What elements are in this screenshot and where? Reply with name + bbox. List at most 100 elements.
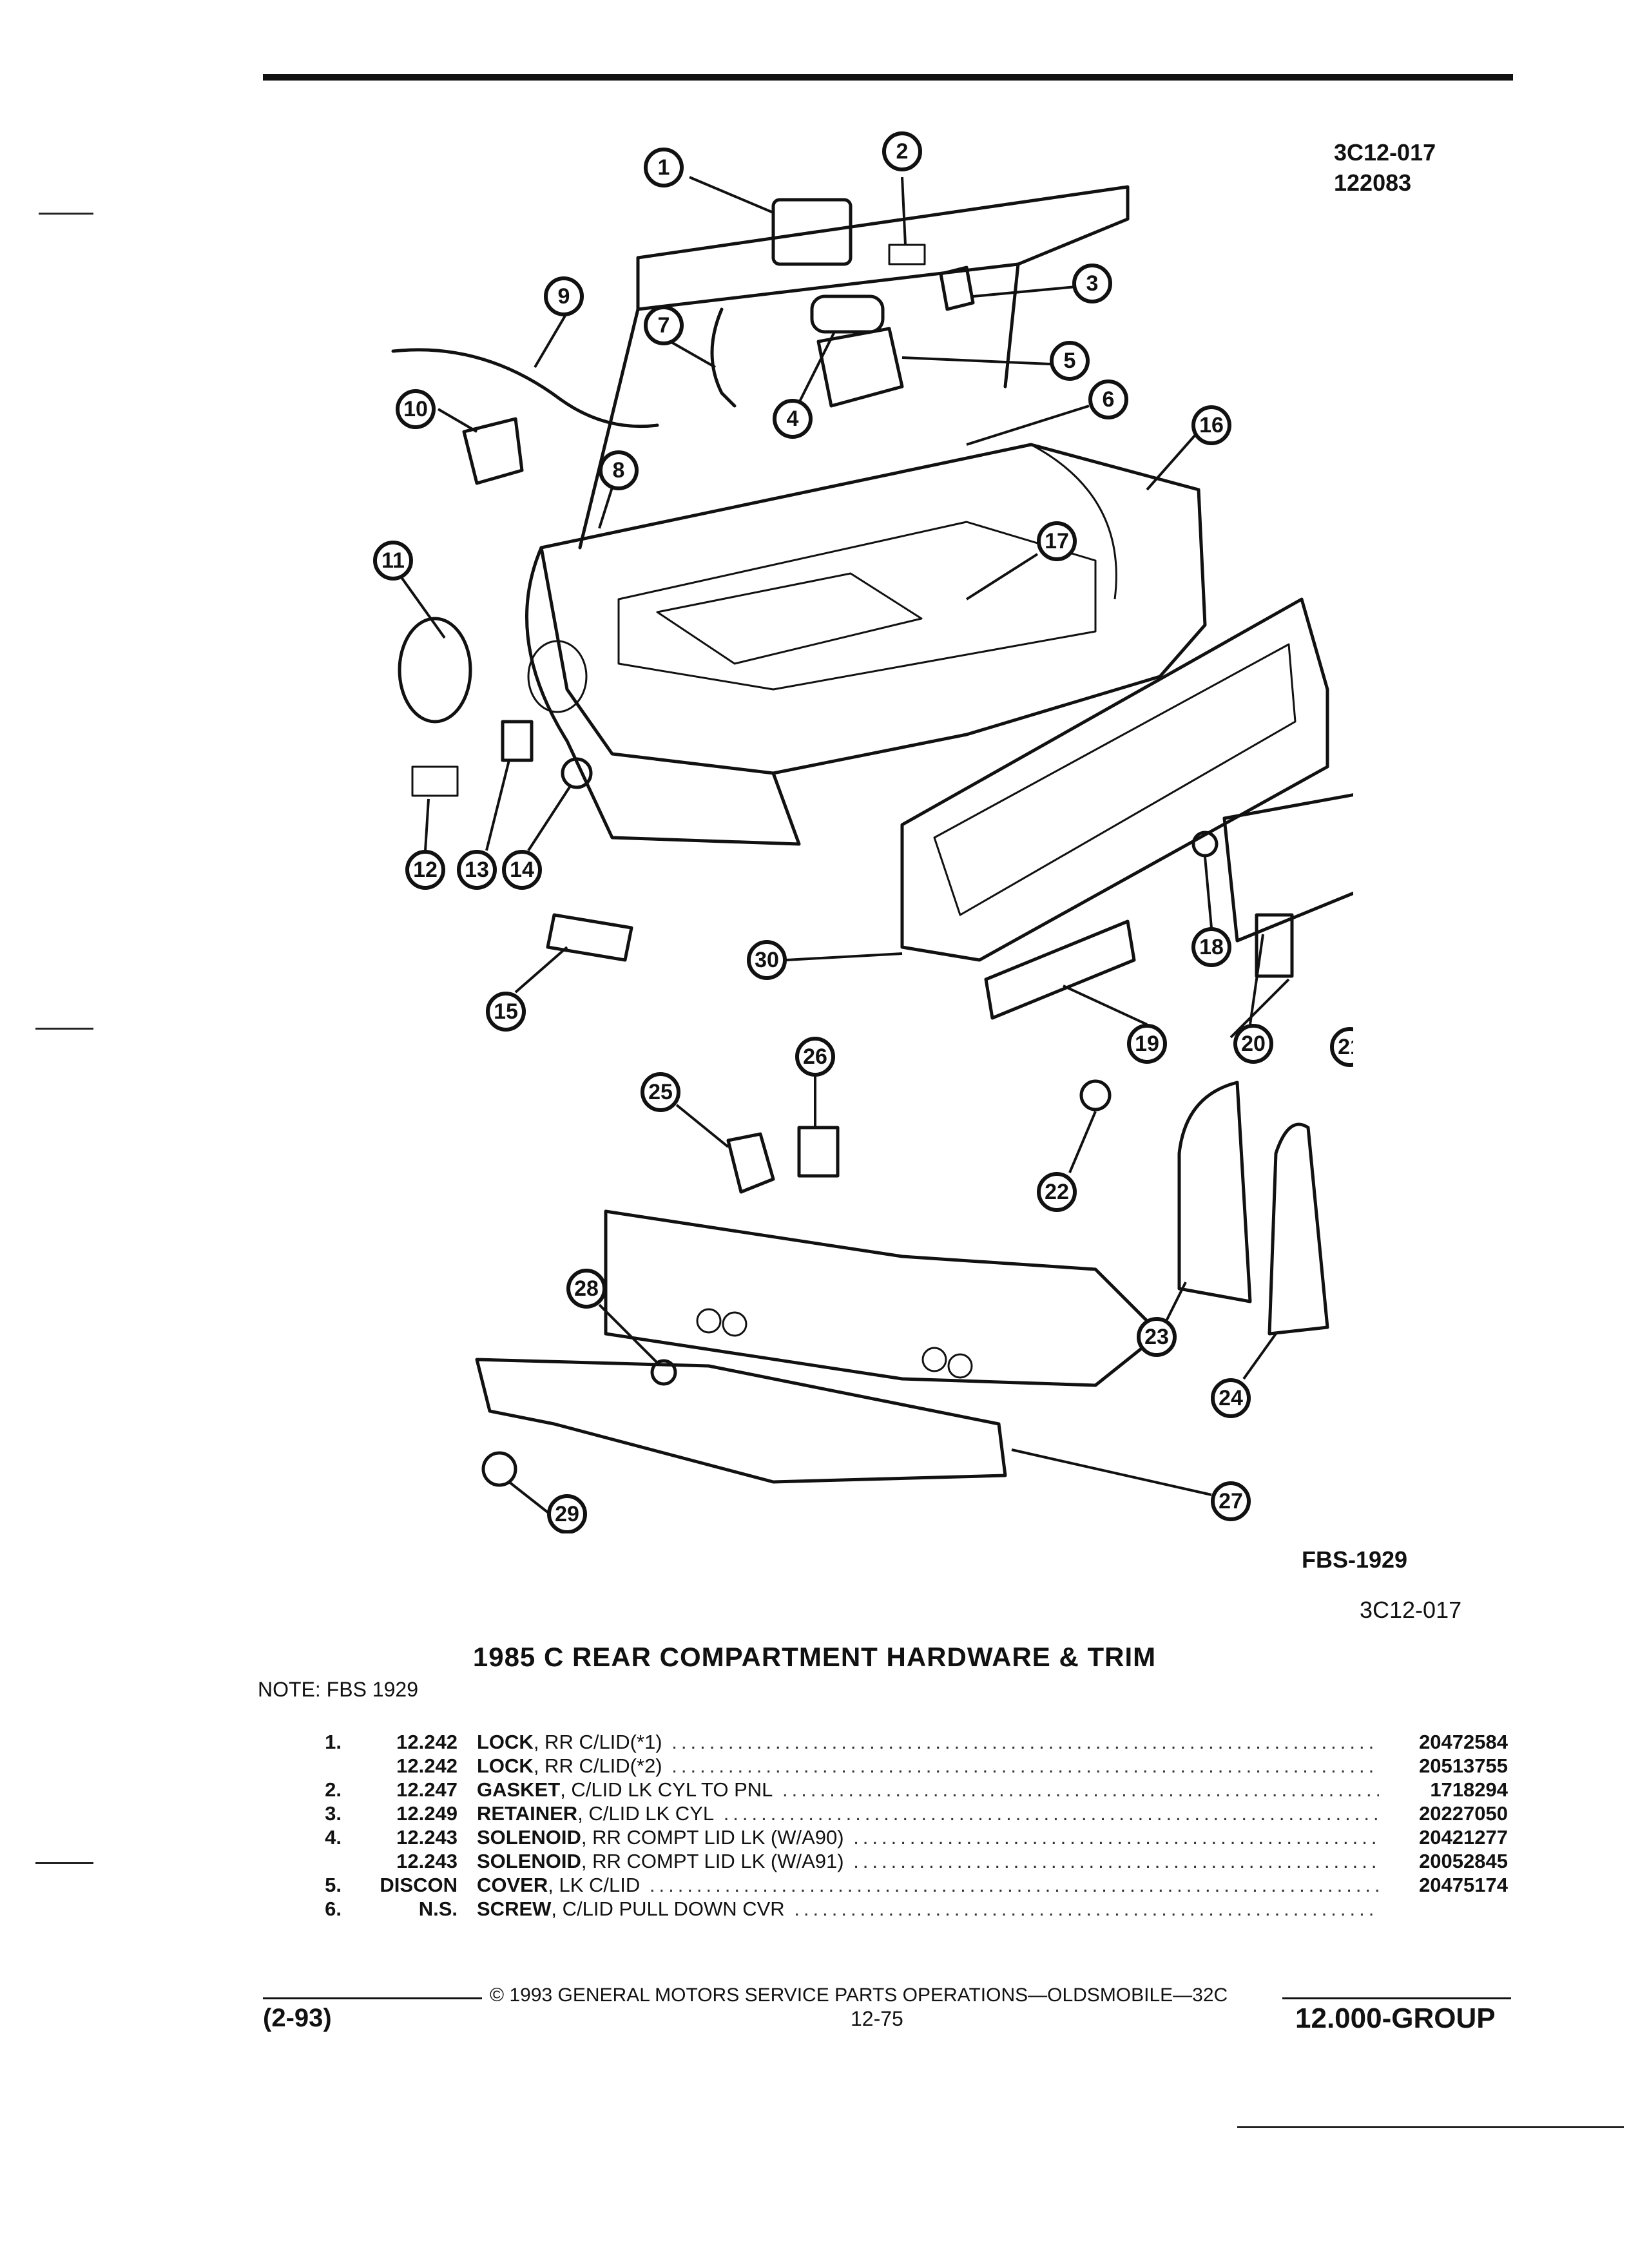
part-description: SCREW, C/LID PULL DOWN CVR .............…	[477, 1898, 1379, 1920]
callout-5: 5	[1050, 341, 1090, 381]
part-description: GASKET, C/LID LK CYL TO PNL ............…	[477, 1778, 1379, 1801]
leader-10	[437, 408, 478, 433]
parts-row: 12.242 LOCK, RR C/LID(*2) ..............…	[258, 1754, 1508, 1778]
part-number: 20472584	[1379, 1730, 1508, 1754]
grommet-part	[561, 757, 593, 789]
svg-text:18: 18	[1199, 935, 1224, 959]
trunk-floor	[617, 521, 1097, 691]
callout-29: 29	[547, 1494, 587, 1533]
leader-23	[1165, 1282, 1187, 1321]
svg-text:9: 9	[558, 284, 570, 309]
part-number: 20475174	[1379, 1873, 1508, 1897]
group-number: N.S.	[418, 1898, 458, 1920]
callout-28: 28	[566, 1269, 606, 1309]
leader-22	[1068, 1111, 1097, 1173]
parts-row: 2. 12.247 GASKET, C/LID LK CYL TO PNL ..…	[258, 1778, 1508, 1802]
svg-text:3: 3	[1086, 271, 1099, 296]
svg-text:13: 13	[465, 858, 489, 882]
page-title: 1985 C REAR COMPARTMENT HARDWARE & TRIM	[472, 1642, 1157, 1672]
parts-row: 1. 12.242 LOCK, RR C/LID(*1) ...........…	[258, 1730, 1508, 1754]
callout-23: 23	[1137, 1317, 1177, 1357]
callout-12: 12	[405, 850, 445, 890]
part-description: LOCK, RR C/LID(*1) .....................…	[477, 1731, 1379, 1753]
gasket-part	[888, 244, 926, 265]
parts-row: 5. DISCON COVER, LK C/LID ..............…	[258, 1873, 1508, 1897]
lock-part	[771, 198, 853, 266]
svg-text:7: 7	[658, 313, 670, 338]
leader-19	[1063, 985, 1148, 1026]
svg-text:10: 10	[403, 397, 428, 421]
callout-6: 6	[1088, 380, 1128, 419]
callout-8: 8	[599, 450, 639, 490]
part-number: 20513755	[1379, 1754, 1508, 1778]
svg-text:14: 14	[510, 858, 534, 882]
leader-2	[901, 177, 907, 245]
nut-part	[1191, 831, 1219, 858]
callout-21: 21	[1330, 1027, 1353, 1067]
svg-text:21: 21	[1338, 1035, 1353, 1059]
trunk-lid	[636, 185, 1130, 311]
housing-part	[1222, 793, 1353, 943]
parts-row: 6. N.S. SCREW, C/LID PULL DOWN CVR .....…	[258, 1897, 1508, 1921]
callout-7: 7	[644, 305, 684, 345]
fbs-label: FBS-1929	[1302, 1546, 1408, 1573]
part-number: 20052845	[1379, 1849, 1508, 1873]
callout-10: 10	[396, 389, 436, 429]
callout-20: 20	[1233, 1024, 1273, 1064]
panel-hole	[947, 1353, 973, 1379]
leader-1	[689, 176, 774, 214]
leader-25	[675, 1104, 729, 1148]
svg-text:22: 22	[1045, 1180, 1069, 1204]
item-number: 6.	[325, 1898, 342, 1920]
part-description: COVER, LK C/LID ........................…	[477, 1874, 1379, 1896]
group-number: 12.243	[396, 1850, 458, 1872]
sill-plate-part	[475, 1358, 1007, 1484]
svg-text:8: 8	[613, 458, 625, 483]
spare-well	[656, 572, 923, 665]
callout-13: 13	[457, 850, 497, 890]
trunk-body	[539, 443, 1207, 775]
margin-mark	[35, 1028, 93, 1030]
margin-mark	[1237, 2126, 1624, 2128]
lid-hinge-edge	[578, 262, 1020, 550]
leader-9	[534, 311, 568, 369]
panel-hole	[921, 1347, 947, 1372]
panel-hole	[722, 1311, 747, 1337]
copyright: © 1993 GENERAL MOTORS SERVICE PARTS OPER…	[490, 1984, 1228, 2006]
clip-part	[501, 720, 534, 762]
group-number: DISCON	[380, 1874, 458, 1896]
exploded-parts-diagram: 1 2 3 4 5 6 7 8 9 10 11 12 13 14 15 16 1…	[373, 131, 1353, 1533]
leader-5	[901, 356, 1051, 365]
leader-12	[424, 798, 430, 851]
callout-1: 1	[644, 148, 684, 187]
callout-9: 9	[544, 276, 584, 316]
leader-3	[972, 285, 1077, 298]
part-description: SOLENOID, RR COMPT LID LK (W/A90) ......…	[477, 1826, 1379, 1849]
group-label: 12.000-GROUP	[1295, 2003, 1496, 2034]
item-number: 3.	[325, 1802, 342, 1825]
leader-24	[1242, 1332, 1277, 1380]
margin-mark	[35, 1862, 93, 1864]
push-pin-part	[481, 1451, 517, 1487]
figure-code: 3C12-017	[1334, 139, 1436, 166]
callout-16: 16	[1191, 405, 1231, 445]
callout-30: 30	[747, 940, 787, 980]
callout-19: 19	[1127, 1024, 1167, 1064]
svg-text:16: 16	[1199, 413, 1224, 437]
svg-text:25: 25	[648, 1080, 673, 1104]
leader-21	[1229, 978, 1290, 1039]
leader-16	[1146, 434, 1197, 491]
leader-17	[965, 553, 1039, 601]
group-number: 12.243	[396, 1826, 458, 1849]
part-number: 20227050	[1379, 1802, 1508, 1825]
revision-date: (2-93)	[263, 2004, 332, 2032]
part-description: RETAINER, C/LID LK CYL .................…	[477, 1802, 1379, 1825]
group-number: 12.247	[396, 1778, 458, 1801]
callout-26: 26	[795, 1037, 835, 1077]
leader-13	[485, 760, 510, 851]
svg-text:4: 4	[787, 407, 799, 431]
part-number: 1718294	[1379, 1778, 1508, 1802]
svg-text:12: 12	[413, 858, 438, 882]
callout-3: 3	[1072, 264, 1112, 303]
parts-row: 3. 12.249 RETAINER, C/LID LK CYL .......…	[258, 1802, 1508, 1825]
